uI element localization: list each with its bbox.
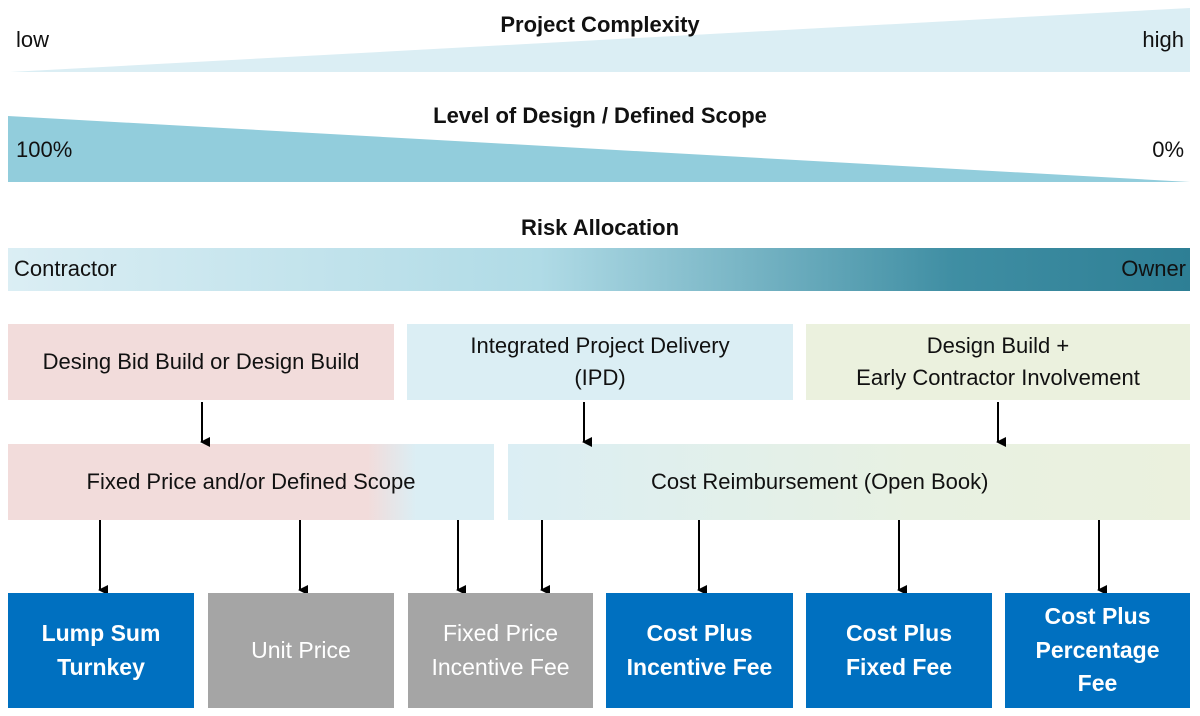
category-fixed-price: Fixed Price and/or Defined Scope — [86, 469, 416, 495]
delivery-box-bg-1 — [8, 324, 394, 400]
risk-title: Risk Allocation — [520, 215, 680, 240]
complexity-low-label: low — [16, 27, 50, 52]
delivery-method-db-eci: Design Build + Early Contractor Involvem… — [856, 333, 1140, 390]
delivery-box-bg-2 — [407, 324, 793, 400]
design-level-wedge — [8, 116, 1190, 182]
complexity-title: Project Complexity — [500, 12, 700, 37]
delivery-box-bg-3 — [806, 324, 1190, 400]
contract-cost-plus-fixed: Cost Plus Fixed Fee — [806, 593, 992, 708]
risk-contractor-label: Contractor — [14, 256, 117, 281]
complexity-wedge — [10, 8, 1190, 72]
category-box-bg-2 — [508, 444, 1190, 520]
complexity-high-label: high — [1142, 27, 1184, 52]
design-level-title: Level of Design / Defined Scope — [433, 103, 767, 128]
contract-lump-sum: Lump Sum Turnkey — [8, 593, 194, 708]
contract-cost-plus-percentage: Cost Plus Percentage Fee — [1005, 593, 1190, 708]
design-level-start-label: 100% — [16, 137, 73, 162]
contract-cost-plus-incentive: Cost Plus Incentive Fee — [606, 593, 793, 708]
risk-owner-label: Owner — [1121, 256, 1186, 281]
category-box-bg-1 — [8, 444, 494, 520]
design-level-end-label: 0% — [1152, 137, 1184, 162]
delivery-method-ipd: Integrated Project Delivery (IPD) — [470, 333, 730, 390]
risk-bar — [8, 248, 1190, 291]
contract-unit-price: Unit Price — [208, 593, 394, 708]
contract-fixed-price-incentive: Fixed Price Incentive Fee — [408, 593, 593, 708]
delivery-method-dbb: Desing Bid Build or Design Build — [42, 349, 360, 375]
category-cost-reimbursement: Cost Reimbursement (Open Book) — [651, 469, 989, 495]
